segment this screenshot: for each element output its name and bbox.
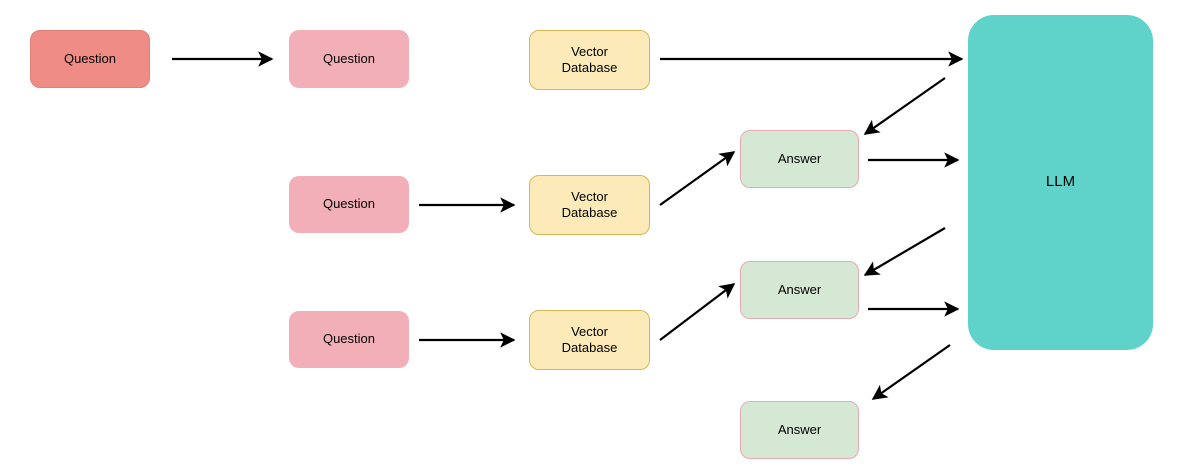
node-vector-database-2[interactable]: Vector Database	[529, 175, 650, 235]
edge-llm-to-answer-3	[871, 344, 951, 400]
node-label: Question	[322, 196, 376, 212]
node-llm[interactable]: LLM	[968, 15, 1153, 350]
node-label: Answer	[777, 150, 822, 166]
node-label: Vector Database	[561, 188, 618, 220]
node-answer-2[interactable]: Answer	[740, 261, 859, 319]
node-label: Question	[322, 331, 376, 347]
edge-vector-database-2-to-answer-1	[659, 151, 736, 206]
node-label: Question	[63, 50, 117, 66]
node-label: Question	[322, 50, 376, 66]
node-vector-database-3[interactable]: Vector Database	[529, 310, 650, 370]
edge-vector-database-3-to-answer-2	[659, 283, 736, 341]
node-question-3[interactable]: Question	[289, 311, 409, 368]
node-question-2[interactable]: Question	[289, 176, 409, 233]
node-question-source[interactable]: Question	[30, 30, 150, 88]
node-label: Answer	[777, 421, 822, 437]
node-answer-3[interactable]: Answer	[740, 401, 859, 459]
edge-llm-to-answer-1	[863, 77, 946, 135]
node-label: Answer	[777, 281, 822, 297]
node-vector-database-1[interactable]: Vector Database	[529, 30, 650, 90]
node-question-1[interactable]: Question	[289, 30, 409, 88]
node-label: Vector Database	[561, 43, 618, 75]
edge-llm-to-answer-2	[863, 227, 946, 276]
node-label: Vector Database	[561, 323, 618, 355]
node-answer-1[interactable]: Answer	[740, 130, 859, 188]
node-label: LLM	[1045, 173, 1076, 191]
